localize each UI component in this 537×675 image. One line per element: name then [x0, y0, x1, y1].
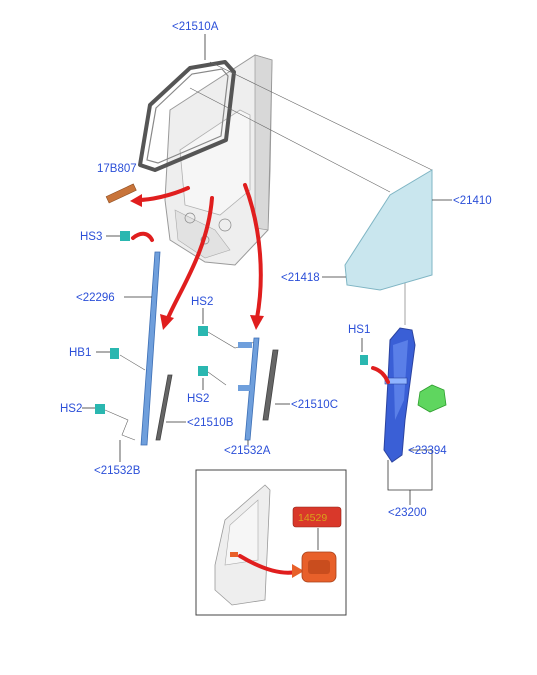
label-23200: <23200 [388, 507, 427, 519]
label-21510c: <21510C [291, 399, 338, 411]
strip-21510c [262, 349, 279, 421]
trim-strip [105, 183, 137, 204]
label-hs2-lower: HS2 [187, 393, 209, 405]
label-hs3: HS3 [80, 231, 102, 243]
clip-hs3 [120, 231, 154, 242]
window-glass [344, 169, 433, 291]
label-hs2-mid: HS2 [191, 296, 213, 308]
clip-hs2-left [95, 404, 136, 441]
label-21532a: <21532A [224, 445, 271, 457]
clip-hs2-lower [198, 366, 227, 386]
door-seal [138, 60, 236, 172]
label-14529: 14529 [298, 512, 327, 524]
strip-21510b [155, 374, 173, 441]
label-21532b: <21532B [94, 465, 141, 477]
glass-run-channel [140, 251, 161, 446]
arrow-to-bracket-a [243, 183, 263, 320]
label-hs1: HS1 [348, 324, 370, 336]
label-21410: <21410 [453, 195, 492, 207]
regulator-motor [417, 384, 447, 413]
door-handle [301, 551, 337, 583]
label-hb1: HB1 [69, 347, 91, 359]
label-21418: <21418 [281, 272, 320, 284]
label-23394: <23394 [408, 445, 447, 457]
label-21510a: <21510A [172, 21, 219, 33]
clip-hs1 [360, 355, 390, 384]
label-22296: <22296 [76, 292, 115, 304]
door-frame-shell [164, 54, 273, 266]
clip-hb1 [110, 348, 146, 371]
label-hs2-left: HS2 [60, 403, 82, 415]
label-17b807: 17B807 [97, 163, 137, 175]
label-21510b: <21510B [187, 417, 234, 429]
code-badge [292, 506, 342, 528]
arrow-to-channel [166, 196, 214, 320]
